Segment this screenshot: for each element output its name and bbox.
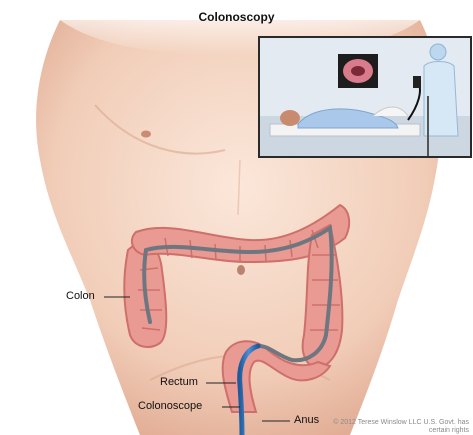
doctor-head-cap xyxy=(430,44,446,60)
navel xyxy=(237,265,245,275)
inset-scope-handle xyxy=(413,76,421,88)
label-rectum: Rectum xyxy=(160,376,198,388)
monitor-lumen xyxy=(351,66,365,76)
patient-head xyxy=(280,110,300,126)
label-colon: Colon xyxy=(66,290,95,302)
nipple xyxy=(141,131,151,138)
label-anus: Anus xyxy=(294,414,319,426)
figure-title: Colonoscopy xyxy=(0,10,473,24)
doctor-gown xyxy=(424,62,458,137)
procedure-inset xyxy=(258,36,472,158)
label-colonoscope: Colonoscope xyxy=(138,400,202,412)
copyright-credit: © 2012 Terese Winslow LLC U.S. Govt. has… xyxy=(329,419,469,435)
